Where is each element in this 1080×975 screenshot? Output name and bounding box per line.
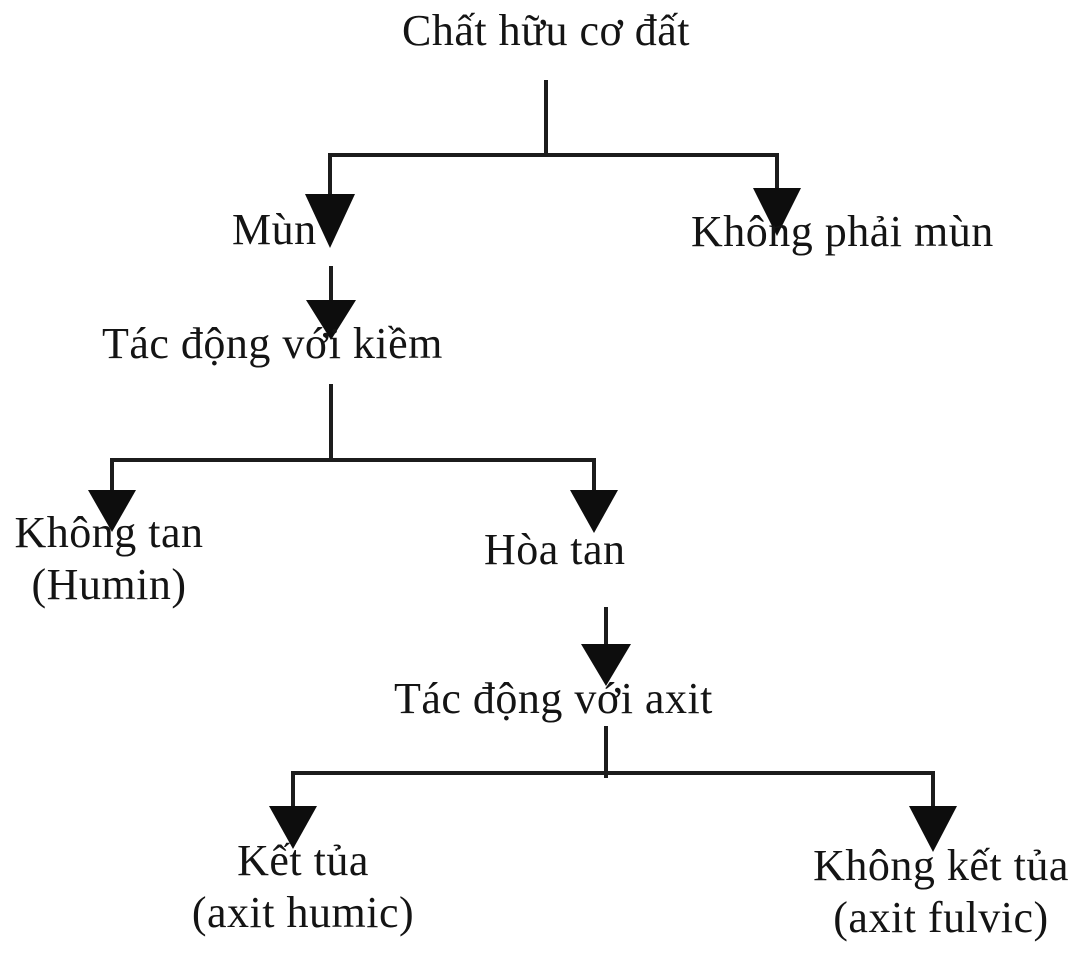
node-label-hoa-tan: Hòa tan xyxy=(484,525,626,574)
arrowhead-khong-tan xyxy=(88,490,136,532)
node-label-mun: Mùn xyxy=(232,205,317,254)
arrowhead-khong-phai-mun xyxy=(753,188,801,236)
node-label-khong-tan-sub: (Humin) xyxy=(31,560,187,609)
node-label-khong-ket-tua: Không kết tủa (axit fulvic) xyxy=(791,840,1080,944)
node-label-tac-dong-axit: Tác động với axit xyxy=(394,674,713,723)
node-label-tac-dong-kiem: Tác động với kiềm xyxy=(102,319,443,368)
node-label-khong-ket-tua-sub: (axit fulvic) xyxy=(833,893,1049,942)
arrowhead-ket-tua xyxy=(269,806,317,849)
node-label-ket-tua-main: Kết tủa xyxy=(237,836,369,885)
node-label-khong-tan-main: Không tan xyxy=(14,508,204,557)
arrowhead-khong-ket-tua xyxy=(909,806,957,852)
node-label-ket-tua-sub: (axit humic) xyxy=(191,888,415,937)
arrowhead-hoa-tan xyxy=(570,490,618,533)
node-label-ket-tua: Kết tủa (axit humic) xyxy=(163,835,443,939)
arrowhead-tac-dong-kiem xyxy=(306,300,356,340)
arrowhead-mun xyxy=(305,194,355,248)
node-label-root: Chất hữu cơ đất xyxy=(402,6,690,55)
arrowhead-tac-dong-axit xyxy=(581,644,631,686)
node-label-khong-tan: Không tan (Humin) xyxy=(0,507,224,611)
node-label-khong-phai-mun: Không phải mùn xyxy=(691,207,994,256)
node-label-khong-ket-tua-main: Không kết tủa xyxy=(813,841,1069,890)
